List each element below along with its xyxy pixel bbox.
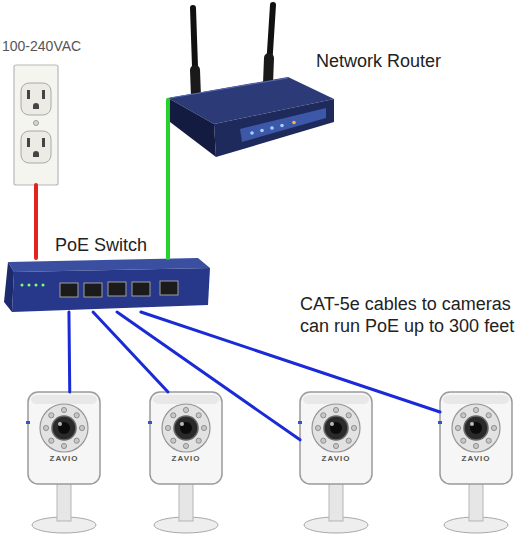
node-heading: 100-240VAC bbox=[2, 38, 81, 54]
ip-camera: ZAVIO bbox=[28, 392, 100, 484]
ip-camera: ZAVIO bbox=[300, 392, 372, 484]
router-illustration bbox=[168, 5, 334, 157]
switch-illustration bbox=[4, 258, 210, 312]
network-cable bbox=[166, 100, 170, 258]
power-outlet: 100-240VAC bbox=[14, 65, 58, 185]
cat5e-cable bbox=[93, 312, 168, 392]
cat5e-cable bbox=[117, 312, 300, 440]
ip-camera: ZAVIO bbox=[440, 392, 512, 484]
network-router: Network Router bbox=[168, 75, 335, 160]
camera-illustration bbox=[298, 392, 372, 533]
power-cable bbox=[34, 185, 38, 258]
cat5e-cable bbox=[67, 312, 71, 392]
brand-mark: ZAVIO bbox=[150, 454, 222, 463]
camera-illustration bbox=[438, 392, 512, 533]
ip-camera: ZAVIO bbox=[150, 392, 222, 484]
camera-illustration bbox=[148, 392, 222, 533]
brand-mark: ZAVIO bbox=[440, 454, 512, 463]
brand-mark: ZAVIO bbox=[28, 454, 100, 463]
power-outlet bbox=[14, 65, 58, 185]
camera-illustration bbox=[26, 392, 100, 533]
brand-mark: ZAVIO bbox=[300, 454, 372, 463]
poe-switch: PoE Switch bbox=[3, 258, 211, 312]
node-heading: Network Router bbox=[316, 51, 441, 71]
node-heading: PoE Switch bbox=[55, 235, 147, 255]
cable-note: CAT-5e cables to cameras can run PoE up … bbox=[300, 293, 524, 337]
